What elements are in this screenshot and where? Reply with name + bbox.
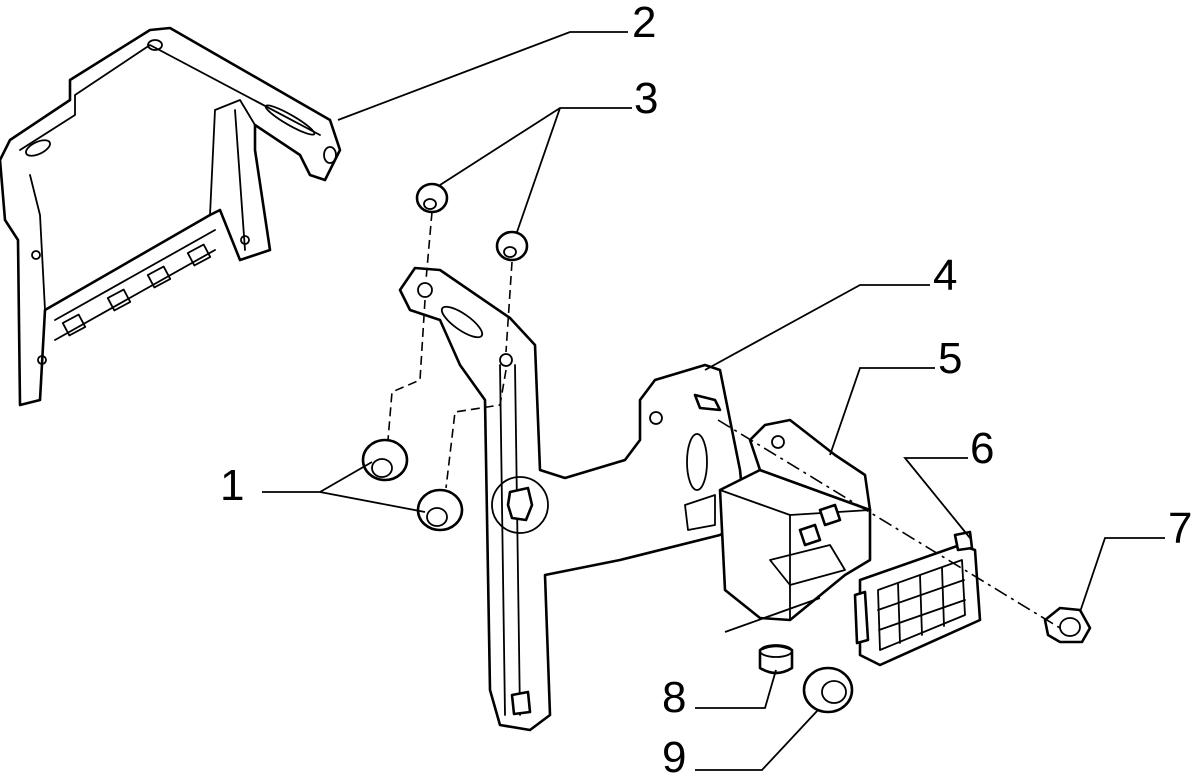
part-3-nut-right bbox=[495, 230, 529, 262]
part-3-nut-left bbox=[415, 182, 449, 214]
part-1-rubber-grommet-lower bbox=[416, 488, 464, 532]
part-6-cover-plate bbox=[853, 530, 982, 667]
callout-3: 3 bbox=[634, 74, 658, 123]
callout-7: 7 bbox=[1168, 504, 1192, 553]
callout-8: 8 bbox=[662, 673, 686, 722]
part-7-flange-nut bbox=[1043, 606, 1092, 644]
part-1-rubber-grommet-upper bbox=[361, 438, 409, 482]
part-2-support-bracket bbox=[0, 26, 342, 407]
callout-9: 9 bbox=[662, 733, 686, 775]
callout-4: 4 bbox=[933, 251, 957, 300]
part-8-spacer bbox=[758, 644, 794, 675]
callout-2: 2 bbox=[632, 0, 656, 47]
leader-lines bbox=[262, 31, 1165, 771]
callout-6: 6 bbox=[970, 424, 994, 473]
part-4-main-bracket bbox=[398, 266, 747, 732]
assembly-lines bbox=[387, 211, 1061, 629]
part-9-washer-nut bbox=[802, 666, 854, 714]
part-5-switch-box bbox=[693, 393, 872, 622]
callout-5: 5 bbox=[938, 334, 962, 383]
callout-1: 1 bbox=[220, 461, 244, 510]
